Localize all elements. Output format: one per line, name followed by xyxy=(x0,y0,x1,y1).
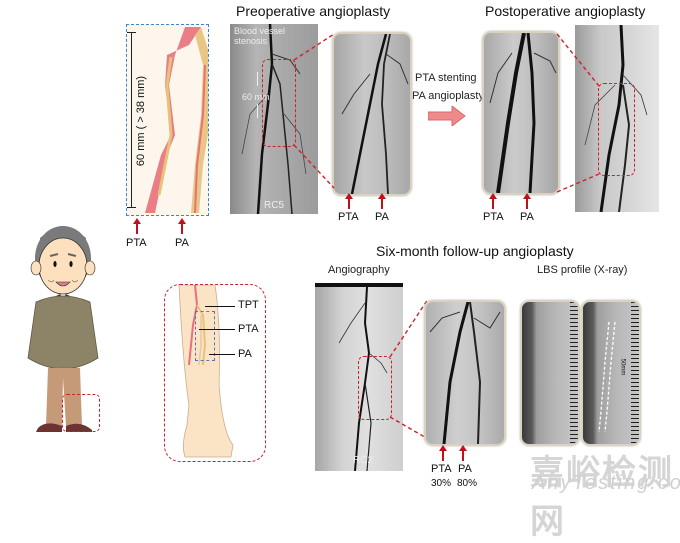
measurement-label: 60 mm xyxy=(242,92,270,102)
postoperative-zoom-panel xyxy=(482,31,560,195)
lbs-profile-label: LBS profile (X-ray) xyxy=(537,264,628,276)
postoperative-title: Postoperative angioplasty xyxy=(485,3,646,19)
postop-pa-arrow-icon xyxy=(522,193,532,209)
followup-xray-full: RC2 xyxy=(315,283,403,471)
preoperative-title: Preoperative angioplasty xyxy=(236,3,391,19)
preoperative-xray-full: Blood vessel stenosis 60 mm RC5 xyxy=(230,24,318,214)
stenosis-label: Blood vessel stenosis xyxy=(234,26,286,46)
postop-pta-label: PTA xyxy=(483,211,504,223)
angiography-label: Angiography xyxy=(328,264,390,276)
postop-zoom-vessels xyxy=(489,33,557,193)
image-code-label: RC5 xyxy=(264,200,285,211)
leg-highlight-box xyxy=(62,394,100,432)
patient-illustration xyxy=(18,218,108,442)
followup-zoom-panel xyxy=(424,300,506,446)
pa-arrow-icon xyxy=(177,218,187,234)
leg-label-pta: PTA xyxy=(238,323,259,335)
leg-drawing xyxy=(178,285,234,458)
preop-pta-arrow-icon xyxy=(344,193,354,209)
treatment-arrow-icon xyxy=(428,106,466,126)
schematic-pa-label: PA xyxy=(175,237,189,249)
vessel-schematic-panel: 60 mm ( > 38 mm) xyxy=(126,24,209,216)
leg-diagram-panel xyxy=(164,284,266,462)
ruler-mark-50mm: 50mm xyxy=(619,358,626,376)
leg-roi-box xyxy=(195,311,215,361)
elderly-man-icon xyxy=(27,226,99,432)
stent-outline xyxy=(598,321,616,433)
schematic-pta-label: PTA xyxy=(126,237,147,249)
pta-arrow-icon xyxy=(132,218,142,234)
pta-patency-value: 30% xyxy=(431,478,452,489)
length-label: 60 mm ( > 38 mm) xyxy=(135,51,147,191)
followup-image-code: RC2 xyxy=(353,455,374,466)
preoperative-zoom-panel xyxy=(332,32,412,196)
followup-roi-box xyxy=(358,356,392,420)
vessel-schematic-drawing xyxy=(145,27,208,214)
preop-pta-label: PTA xyxy=(338,211,359,223)
followup-pta-arrow-icon xyxy=(438,445,448,461)
preoperative-roi-box xyxy=(262,59,296,147)
lbs-xray-panel-marked: 50mm xyxy=(581,300,641,446)
ruler xyxy=(570,302,578,444)
postop-vessel-tree xyxy=(584,25,648,212)
preop-pa-arrow-icon xyxy=(377,193,387,209)
leg-label-tpt: TPT xyxy=(238,299,259,311)
followup-title: Six-month follow-up angioplasty xyxy=(376,243,574,259)
treatment-line-1: PTA stenting xyxy=(415,72,477,84)
followup-vessel-tree xyxy=(338,286,388,471)
preop-zoom-connector xyxy=(293,33,335,189)
pa-patency-value: 80% xyxy=(457,478,478,489)
postop-pa-label: PA xyxy=(520,211,534,223)
followup-pa-arrow-icon xyxy=(458,445,468,461)
ruler xyxy=(631,302,639,444)
followup-pta-label: PTA xyxy=(431,463,452,475)
postop-pta-arrow-icon xyxy=(488,193,498,209)
followup-zoom-connector xyxy=(389,298,429,440)
followup-pa-label: PA xyxy=(458,463,472,475)
postoperative-roi-box xyxy=(598,83,635,176)
followup-zoom-vessels xyxy=(429,302,501,444)
leg-label-pa: PA xyxy=(238,348,252,360)
length-annotation xyxy=(117,30,147,210)
preop-zoom-vessels xyxy=(341,34,409,194)
postop-zoom-connector xyxy=(556,33,600,193)
preop-pa-label: PA xyxy=(375,211,389,223)
treatment-line-2: PA angioplasty xyxy=(412,90,484,102)
watermark-en: AnyTesting.com xyxy=(532,472,680,494)
postoperative-xray-full xyxy=(575,25,659,212)
lbs-xray-panel-plain xyxy=(520,300,580,446)
